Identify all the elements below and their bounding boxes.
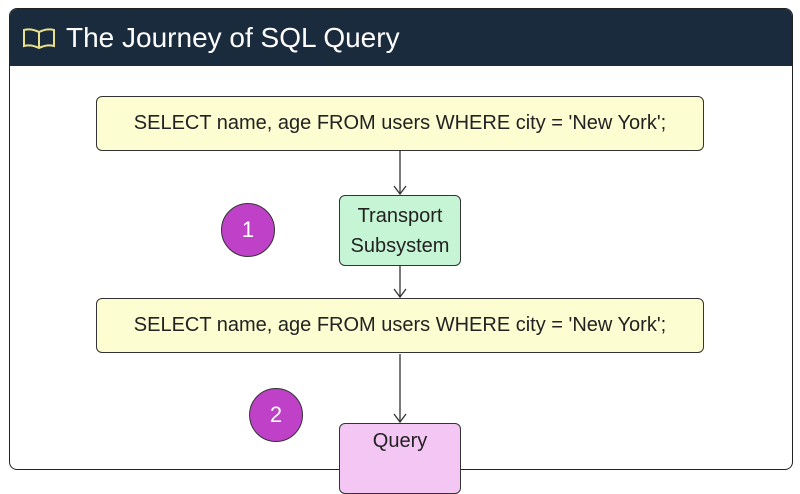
sql-query-box-1: SELECT name, age FROM users WHERE city =… [96, 96, 704, 151]
flow-arrows [393, 151, 407, 424]
step-1-badge: 1 [221, 203, 275, 257]
page-title: The Journey of SQL Query [66, 21, 400, 53]
sql-query-box-2: SELECT name, age FROM users WHERE city =… [96, 298, 704, 353]
diagram-frame: The Journey of SQL Query [9, 8, 793, 470]
open-book-icon [23, 27, 55, 49]
node-label-line1: Transport [357, 204, 443, 227]
step-2-badge: 2 [249, 388, 303, 442]
header: The Journey of SQL Query [10, 9, 792, 66]
node-label-line2: Subsystem [350, 234, 450, 257]
node-label-line1: Query [372, 430, 428, 452]
query-node: Query [339, 423, 461, 494]
